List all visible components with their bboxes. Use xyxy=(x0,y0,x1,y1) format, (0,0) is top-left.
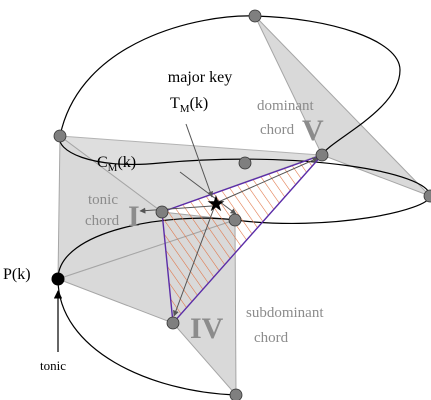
subdominant-chord-label: chord xyxy=(254,330,289,346)
subdominant-label: subdominant xyxy=(246,305,324,321)
tm-label: TM(k) xyxy=(170,95,208,115)
pitch-label: P(k) xyxy=(3,266,31,283)
arrow-center-to-V xyxy=(215,157,319,204)
node-mid xyxy=(238,156,252,170)
arrow-cm-to-curve xyxy=(179,171,237,215)
tonic-label: tonic xyxy=(88,192,118,208)
tonic-chord-label: chord xyxy=(85,213,120,229)
node-bottom xyxy=(229,388,243,400)
roman-I: I xyxy=(128,200,140,233)
pitch-node xyxy=(51,272,65,286)
node-dominant xyxy=(315,148,329,162)
dominant-triangle xyxy=(254,15,431,197)
major-key-region xyxy=(161,154,323,325)
node-center-right xyxy=(228,213,242,227)
arrow-label-to-center xyxy=(185,123,214,198)
tonic-pointer-label: tonic xyxy=(40,358,66,373)
node-left-upper xyxy=(53,129,67,143)
arrow-center-to-IV xyxy=(173,207,215,317)
node-right xyxy=(423,189,431,203)
pitch-spiral xyxy=(57,15,431,396)
arrow-center-to-I xyxy=(139,205,213,214)
star-icon: ★ xyxy=(206,191,226,216)
dominant-label: dominant xyxy=(257,98,314,114)
roman-V: V xyxy=(302,114,324,147)
node-top xyxy=(248,9,262,23)
dominant-chord-label: chord xyxy=(260,122,295,138)
major-key-label: major key xyxy=(168,69,232,86)
node-tonic-chord xyxy=(155,205,169,219)
cm-label: CM(k) xyxy=(97,154,136,174)
roman-IV: IV xyxy=(190,312,224,345)
node-subdominant xyxy=(166,316,180,330)
